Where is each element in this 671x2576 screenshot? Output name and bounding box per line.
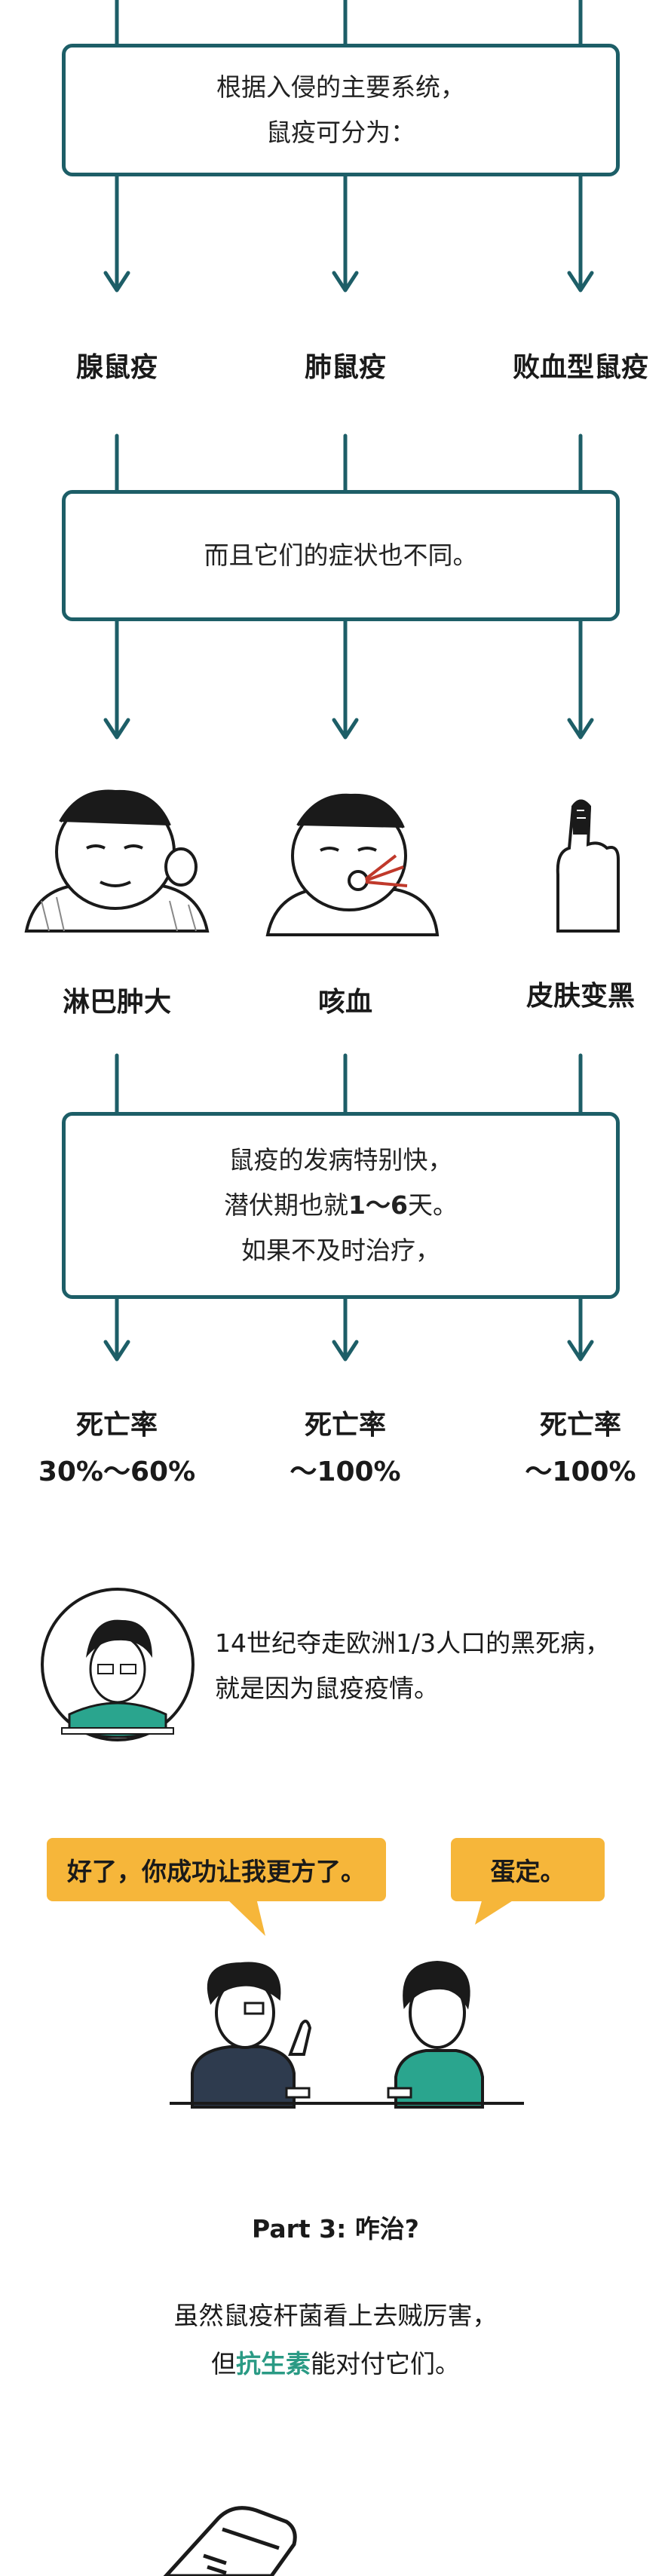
death-rate-value: ～100%	[290, 1456, 401, 1487]
symptom-lymph-swelling: 淋巴肿大	[62, 987, 171, 1018]
symptoms-intro-line: 而且它们的症状也不同。	[204, 541, 478, 570]
note-line-2: 就是因为鼠疫疫情。	[215, 1674, 439, 1703]
death-rate-pneumonic: 死亡率 ～100%	[232, 1402, 458, 1496]
type-bubonic: 腺鼠疫	[75, 352, 158, 383]
death-rate-label: 死亡率	[75, 1410, 158, 1441]
narrator-avatar	[41, 1588, 195, 1741]
arrow-head-icon	[567, 271, 594, 293]
onset-box: 鼠疫的发病特别快， 潜伏期也就1～6天。 如果不及时治疗，	[62, 1112, 620, 1299]
death-rate-label: 死亡率	[304, 1410, 386, 1441]
onset-line-2: 潜伏期也就1～6天。	[224, 1183, 458, 1228]
death-rate-septicemic: 死亡率 ～100%	[467, 1402, 671, 1496]
speech-bubble-right: 蛋定。	[451, 1838, 605, 1901]
closing-line-1: 虽然鼠疫杆菌看上去贼厉害，	[173, 2301, 498, 2330]
coughing-blood-illustration	[265, 793, 440, 936]
death-rate-value: 30%～60%	[38, 1456, 196, 1487]
bubble-tail-left	[226, 1898, 265, 1936]
antibiotics-highlight: 抗生素	[236, 2349, 311, 2378]
death-rate-bubonic: 死亡率 30%～60%	[4, 1402, 230, 1496]
onset-line-2-post: 天。	[407, 1190, 458, 1220]
closing-text: 虽然鼠疫杆菌看上去贼厉害， 但抗生素能对付它们。	[0, 2292, 671, 2388]
arrow-head-icon	[103, 718, 130, 740]
onset-line-2-pre: 潜伏期也就	[224, 1190, 349, 1220]
bubble-tail-right	[475, 1898, 516, 1925]
arrow-head-icon	[332, 271, 359, 293]
classification-line-2: 鼠疫可分为：	[266, 118, 415, 147]
arrow-head-icon	[332, 1340, 359, 1362]
classification-line-1: 根据入侵的主要系统，	[216, 72, 465, 102]
arrow-head-icon	[567, 718, 594, 740]
speech-bubble-left: 好了，你成功让我更方了。	[47, 1838, 386, 1901]
arrow-head-icon	[332, 718, 359, 740]
symptoms-intro-box: 而且它们的症状也不同。	[62, 490, 620, 621]
closing-line-2-post: 能对付它们。	[311, 2349, 460, 2378]
onset-line-1: 鼠疫的发病特别快，	[228, 1145, 453, 1175]
arrow-head-icon	[103, 1340, 130, 1362]
onset-line-3: 如果不及时治疗，	[241, 1236, 440, 1265]
incubation-days: 1～6	[348, 1190, 408, 1220]
classification-box: 根据入侵的主要系统， 鼠疫可分为：	[62, 44, 620, 176]
closing-line-2: 但抗生素能对付它们。	[0, 2340, 671, 2388]
symptom-skin-blackening: 皮肤变黑	[525, 981, 635, 1012]
arrow-head-icon	[103, 271, 130, 293]
blackened-hand-illustration	[556, 799, 620, 933]
arrow-head-icon	[567, 1340, 594, 1362]
closing-line-2-pre: 但	[211, 2349, 236, 2378]
symptom-coughing-blood: 咳血	[317, 987, 372, 1018]
black-death-note: 14世纪夺走欧洲1/3人口的黑死病， 就是因为鼠疫疫情。	[215, 1621, 610, 1711]
two-characters-illustration	[170, 1960, 524, 2109]
medicine-bottle-illustration	[163, 2506, 297, 2576]
death-rate-value: ～100%	[525, 1456, 636, 1487]
type-septicemic: 败血型鼠疫	[512, 352, 648, 383]
type-pneumonic: 肺鼠疫	[304, 352, 386, 383]
death-rate-label: 死亡率	[539, 1410, 621, 1441]
part3-title: Part 3: 咋治?	[252, 2214, 419, 2244]
note-line-1: 14世纪夺走欧洲1/3人口的黑死病，	[215, 1628, 611, 1658]
swollen-face-illustration	[24, 789, 210, 933]
